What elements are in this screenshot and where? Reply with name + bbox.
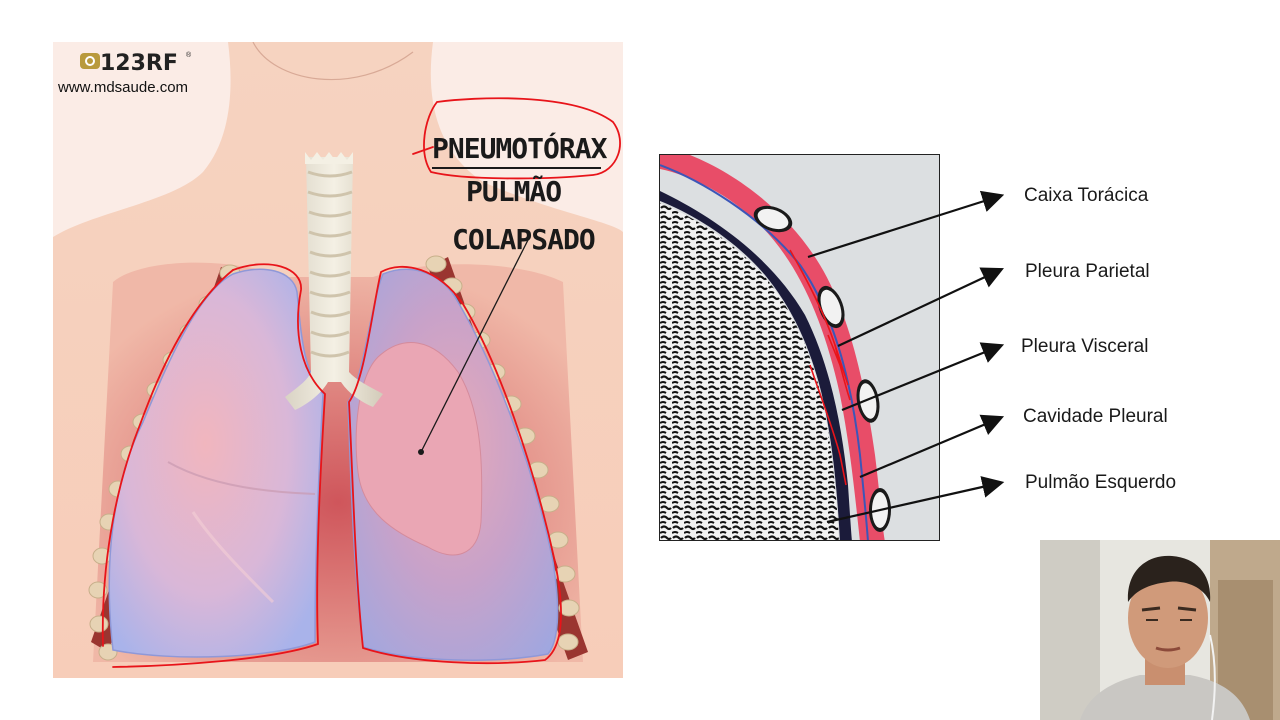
- 123rf-logo-icon: [80, 52, 100, 75]
- label-cavidade-pleural: Cavidade Pleural: [1023, 406, 1168, 427]
- logo-brand: 123RF: [100, 51, 178, 76]
- title-pulmao: PULMÃO: [466, 175, 562, 208]
- title-pneumotorax: PNEUMOTÓRAX: [432, 132, 607, 165]
- logo-registered: ®: [186, 52, 192, 59]
- pleura-diagram: [659, 154, 940, 541]
- logo-url: www.mdsaude.com: [58, 79, 189, 96]
- label-pleura-visceral: Pleura Visceral: [1021, 336, 1149, 357]
- label-caixa-toracica: Caixa Torácica: [1024, 185, 1149, 206]
- chest-illustration: [53, 42, 623, 678]
- label-pleura-parietal: Pleura Parietal: [1025, 261, 1150, 282]
- webcam-feed: [1040, 540, 1280, 720]
- label-pulmao-esquerdo: Pulmão Esquerdo: [1025, 472, 1177, 493]
- title-colapsado: COLAPSADO: [452, 223, 596, 256]
